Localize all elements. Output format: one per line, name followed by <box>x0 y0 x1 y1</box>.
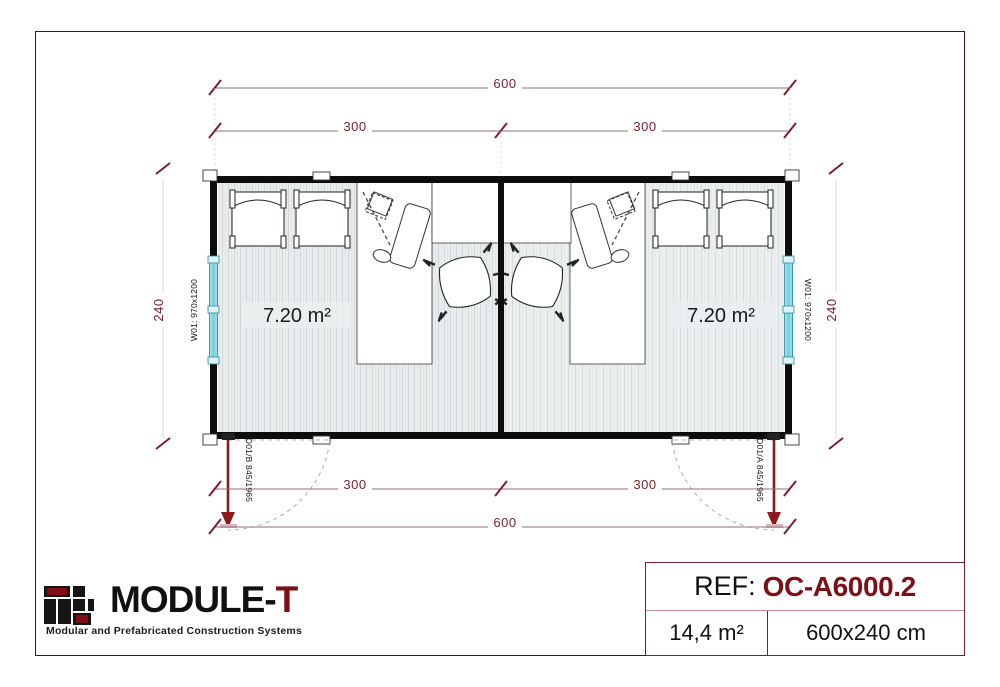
desk-items-left <box>362 191 431 269</box>
area-label-right: 7.20 m² <box>687 305 755 327</box>
dimension-top-overall: 600 <box>208 76 797 178</box>
reference-row: REF: OC-A6000.2 <box>646 563 964 611</box>
area-label-left-group: 7.20 m² <box>243 302 351 328</box>
title-block: REF: OC-A6000.2 14,4 m² 600x240 cm <box>645 562 965 656</box>
wall-connectors <box>202 169 800 446</box>
office-chair-right <box>494 242 580 322</box>
area-label-left: 7.20 m² <box>263 305 331 327</box>
dim-left-height-label: 240 <box>151 298 166 321</box>
door-left-label: D01/B 845/1965 <box>244 438 254 502</box>
window-right-label: W01: 970x1200 <box>803 279 813 341</box>
dim-top-right-label: 300 <box>633 119 656 134</box>
dimension-top-segments: 300 300 <box>208 119 797 180</box>
desk-items-right <box>571 191 640 269</box>
dim-right-height-label: 240 <box>824 298 839 321</box>
dimension-left-height: 240 <box>151 162 173 450</box>
bed-right-1 <box>652 189 710 249</box>
dim-top-overall-label: 600 <box>493 76 516 91</box>
area-label-right-group: 7.20 m² <box>667 302 775 328</box>
logo-word-main: MODULE- <box>110 579 277 620</box>
logo-blocks-icon <box>44 586 94 625</box>
logo-word-accent: T <box>275 579 299 620</box>
sheet-border <box>35 31 965 656</box>
bed-left-1 <box>229 189 287 249</box>
door-left <box>220 433 331 531</box>
company-logo: MODULE-T Modular and Prefabricated Const… <box>44 578 344 642</box>
dimension-bottom-segments: 300 300 <box>208 477 797 497</box>
door-right-label: D01/A 845/1965 <box>755 438 765 502</box>
window-left <box>207 255 220 365</box>
logo-wordmark: MODULE-T <box>110 578 299 622</box>
desk-zone-left <box>356 180 501 365</box>
bed-left-2 <box>293 189 351 249</box>
door-right <box>671 433 783 531</box>
logo-tagline: Modular and Prefabricated Construction S… <box>46 625 303 637</box>
total-area-value: 14,4 m² <box>646 611 768 655</box>
dimension-right-height: 240 <box>824 162 846 450</box>
dim-bottom-right-label: 300 <box>633 477 656 492</box>
overall-size-value: 600x240 cm <box>806 620 926 645</box>
dimension-bottom-overall: 600 <box>208 515 797 535</box>
dim-top-left-label: 300 <box>343 119 366 134</box>
bed-right-2 <box>716 189 774 249</box>
window-left-label: W01: 970x1200 <box>189 279 199 341</box>
reference-label: REF: <box>694 571 756 601</box>
dim-bottom-left-label: 300 <box>343 477 366 492</box>
reference-value: OC-A6000.2 <box>762 570 917 602</box>
dim-bottom-overall-label: 600 <box>493 515 516 530</box>
office-chair-left <box>422 242 508 322</box>
window-right <box>782 255 795 365</box>
specification-row: 14,4 m² 600x240 cm <box>646 611 964 655</box>
